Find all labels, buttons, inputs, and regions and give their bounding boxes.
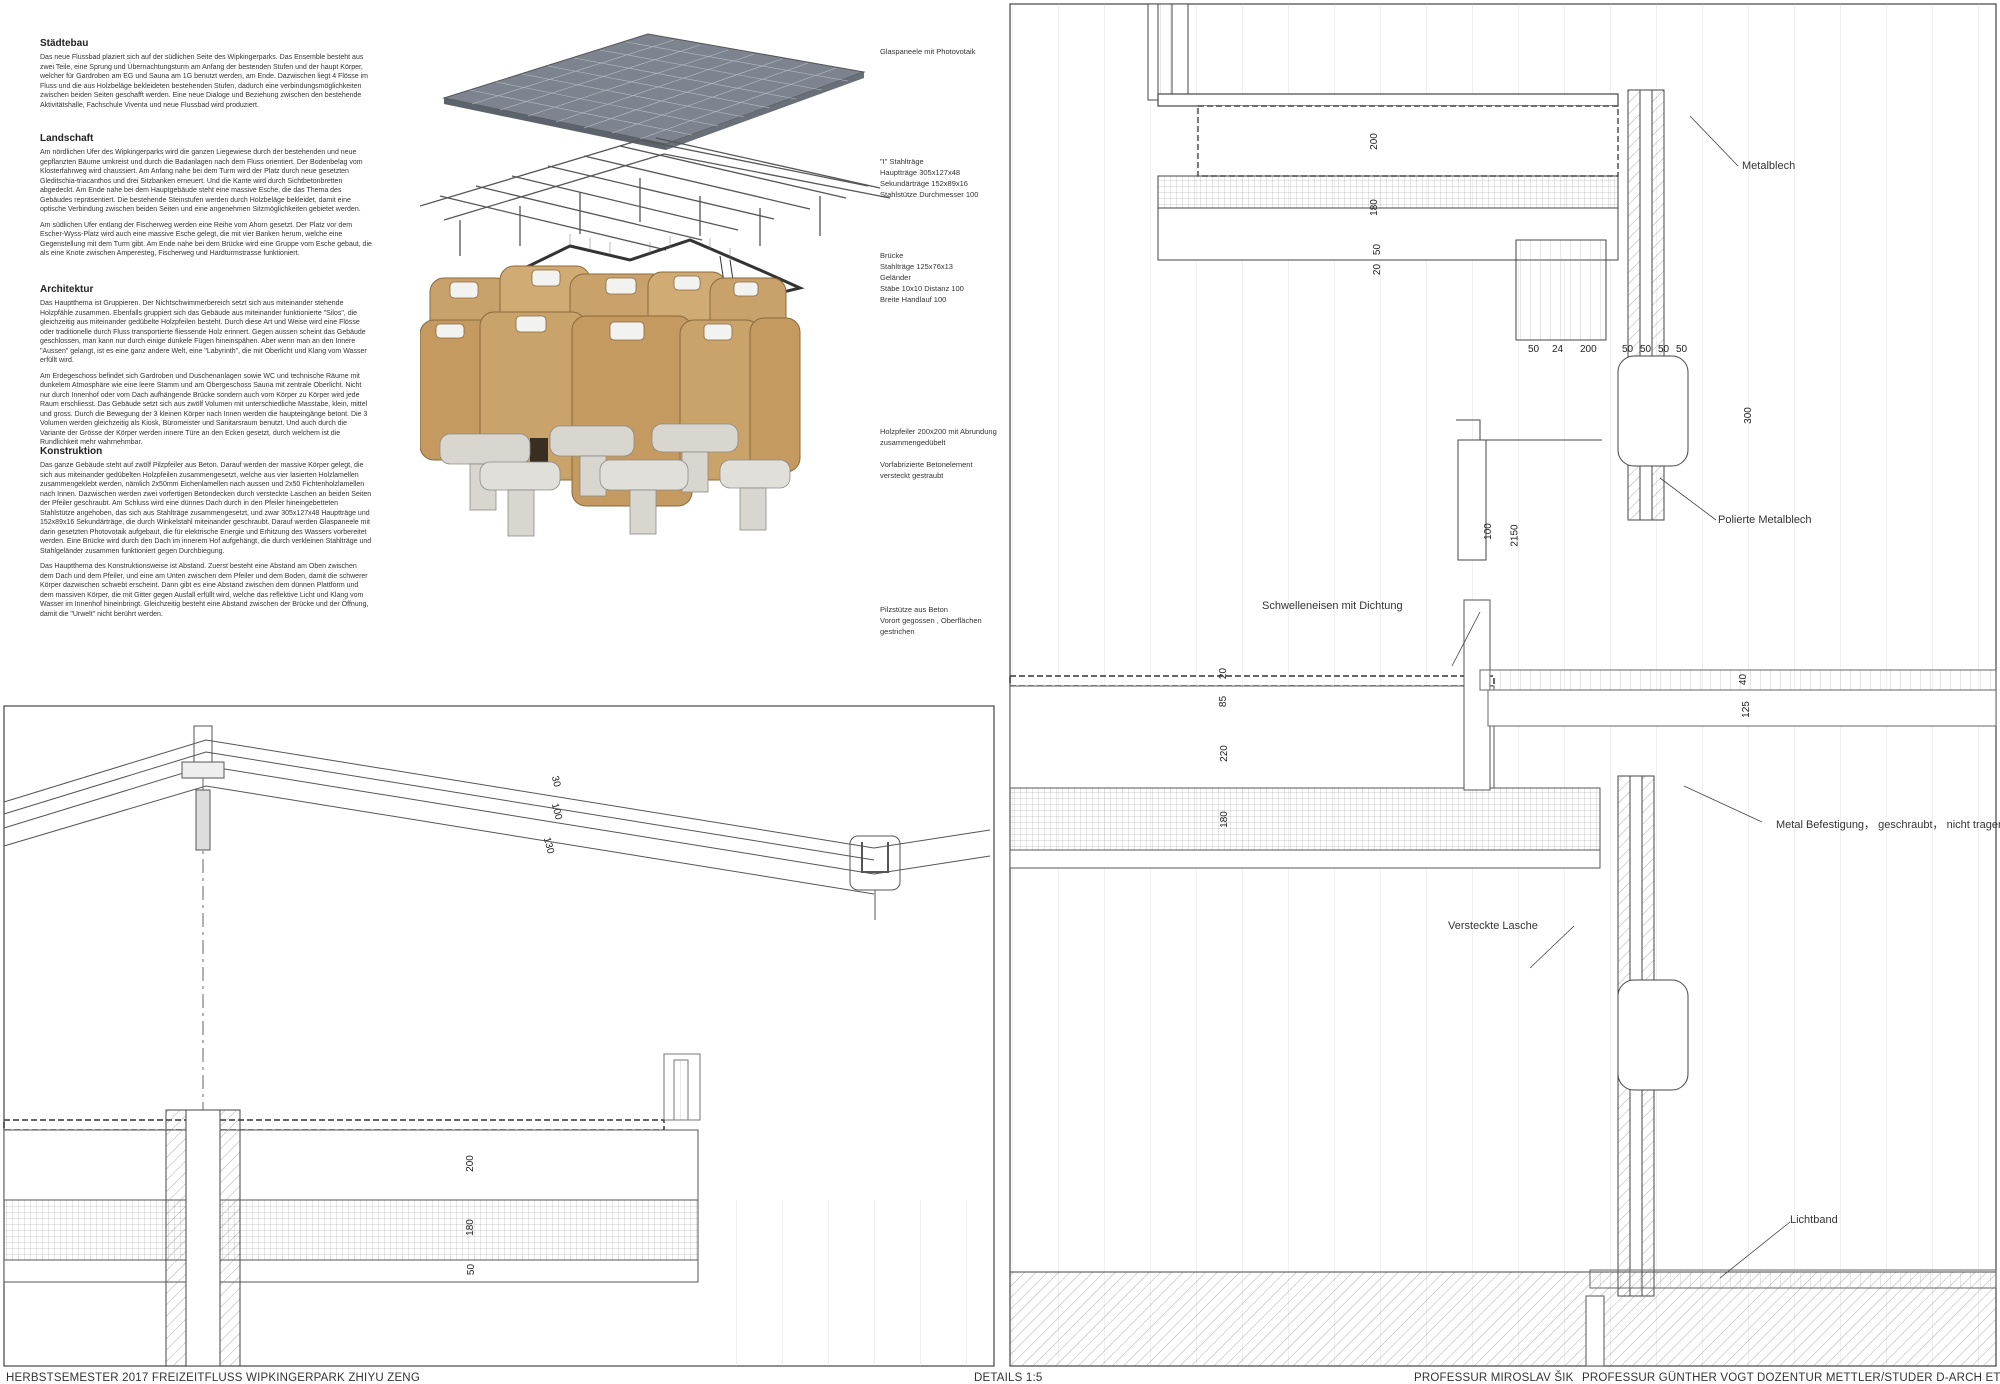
dim-85: 85 — [1218, 695, 1230, 708]
paragraph-konstruktion-2: Das Hauptthema des Konstruktionsweise is… — [40, 563, 369, 618]
dim-2150: 2150 — [1509, 524, 1521, 547]
heading-landschaft: Landschaft — [40, 133, 94, 144]
text-konstruktion: Konstruktion Das ganze Gebäude steht auf… — [40, 446, 372, 625]
dim-20b: 20 — [1218, 667, 1230, 680]
paragraph-landschaft-1: Am nördlichen Ufer des Wipkingerparks wi… — [40, 149, 363, 213]
annotation-befestigung: Metal Befestigung， geschraubt， nicht tra… — [1776, 819, 2000, 831]
paragraph-landschaft-2: Am südlichen Ufer entlang der Fischerweg… — [40, 221, 372, 258]
dim-50a: 50 — [1372, 243, 1384, 256]
heading-staedtebau: Städtebau — [40, 38, 89, 49]
dim-50d: 50 — [1640, 344, 1652, 355]
right-detail-upper — [1147, 3, 1689, 561]
exploded-axonometric — [420, 33, 891, 537]
footer-professur-sik: PROFESSUR MIROSLAV ŠIK — [1414, 1372, 1574, 1384]
paragraph-staedtebau: Das neue Flussbad plaziert sich auf der … — [40, 54, 368, 109]
text-landschaft: Landschaft Am nördlichen Ufer des Wipkin… — [40, 133, 372, 265]
label-bridge: Brücke Stahlträge 125x76x13 Geländer Stä… — [880, 251, 964, 304]
annotation-schwelleneisen: Schwelleneisen mit Dichtung — [1262, 600, 1403, 612]
dim-300: 300 — [1742, 407, 1754, 424]
dim-section-180: 180 — [464, 1219, 476, 1236]
dim-180a: 180 — [1368, 199, 1380, 216]
dim-section-200: 200 — [464, 1155, 476, 1172]
annotation-leaders — [1451, 115, 1791, 1279]
text-staedtebau: Städtebau Das neue Flussbad plaziert sic… — [40, 38, 372, 116]
dim-50c: 50 — [1622, 344, 1634, 355]
heading-konstruktion: Konstruktion — [40, 446, 103, 457]
dim-180b: 180 — [1218, 811, 1230, 828]
right-detail-lower — [1009, 1269, 1997, 1367]
paragraph-architektur-2: Am Erdegeschoss befindet sich Gardroben … — [40, 372, 368, 447]
footer-professur-vogt: PROFESSUR GÜNTHER VOGT DOZENTUR METTLER/… — [1582, 1372, 2000, 1384]
dim-24: 24 — [1552, 344, 1564, 355]
paragraph-konstruktion-1: Das ganze Gebäude steht auf zwölf Pilzpf… — [40, 462, 372, 555]
concrete-columns-layer — [439, 423, 791, 537]
dim-20a: 20 — [1372, 263, 1384, 276]
annotation-lasche: Versteckte Lasche — [1448, 920, 1538, 932]
dim-section-50: 50 — [466, 1263, 478, 1276]
dim-50f: 50 — [1676, 344, 1688, 355]
dim-50b: 50 — [1528, 344, 1540, 355]
dim-200b: 200 — [1580, 344, 1597, 355]
dim-100: 100 — [1482, 523, 1494, 540]
text-architektur: Architektur Das Hauptthema ist Gruppiere… — [40, 284, 372, 454]
label-pilz: Pilzstütze aus Beton Vorort gegossen , O… — [880, 605, 982, 636]
footer-scale: DETAILS 1:5 — [974, 1372, 1043, 1384]
paragraph-architektur-1: Das Hauptthema ist Gruppieren. Der Nicht… — [40, 300, 367, 364]
dim-50e: 50 — [1658, 344, 1670, 355]
left-detail-section — [3, 1053, 994, 1367]
footer-title: HERBSTSEMESTER 2017 FREIZEITFLUSS WIPKIN… — [6, 1372, 420, 1384]
label-glass: Glaspaneele mit Photovotaik — [880, 47, 976, 56]
frame-left-detail — [3, 705, 995, 1367]
dim-200a: 200 — [1368, 133, 1380, 150]
dim-40: 40 — [1738, 673, 1750, 686]
label-wood: Holzpfeiler 200x200 mit Abrundung zusamm… — [880, 427, 997, 480]
annotation-polierte-metalblech: Polierte Metalblech — [1718, 514, 1812, 526]
glass-roof-layer — [442, 33, 866, 150]
dim-125: 125 — [1740, 701, 1752, 718]
right-detail-middle — [1009, 599, 1997, 1297]
label-steel: "I" Stahlträge Hauptträge 305x127x48 Sek… — [880, 157, 979, 199]
annotation-metalblech: Metalblech — [1742, 160, 1796, 172]
annotation-lichtband: Lichtband — [1790, 1214, 1838, 1226]
heading-architektur: Architektur — [40, 284, 94, 295]
dim-220: 220 — [1218, 745, 1230, 762]
